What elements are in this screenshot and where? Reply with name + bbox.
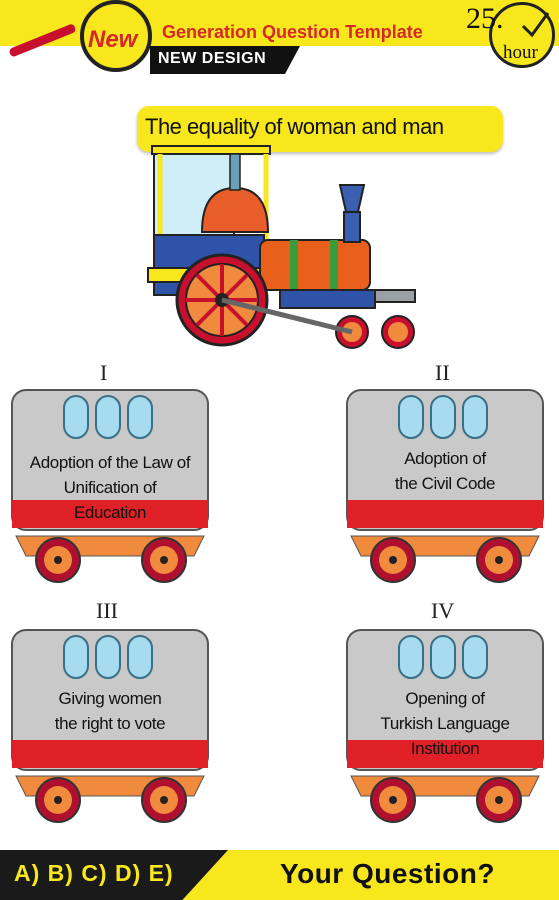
duration-value: 25.	[466, 2, 504, 35]
wagon-3	[11, 629, 209, 823]
wagon-4	[346, 629, 544, 823]
wagon-2	[346, 389, 544, 583]
wagon-2-numeral: II	[435, 360, 450, 385]
question-title-banner	[137, 106, 503, 152]
question-title: The equality of woman and man	[145, 114, 444, 139]
wagon-1	[11, 389, 209, 583]
checkmark-icon	[521, 12, 550, 38]
clock-icon	[489, 2, 555, 68]
magnifier-icon	[80, 0, 152, 72]
subtitle: NEW DESIGN	[158, 50, 267, 67]
wagon-1-numeral: I	[100, 360, 108, 385]
question-prompt: Your Question?	[280, 858, 495, 889]
wagon-4-numeral: IV	[431, 598, 455, 623]
new-badge: New	[88, 26, 138, 53]
duration-unit: hour	[503, 42, 538, 63]
wagon-3-numeral: III	[96, 598, 118, 623]
locomotive-illustration	[147, 145, 416, 349]
answer-options: A) B) C) D) E)	[14, 860, 174, 886]
header-title: Generation Question Template	[162, 22, 423, 42]
subtitle-plate	[150, 46, 300, 74]
